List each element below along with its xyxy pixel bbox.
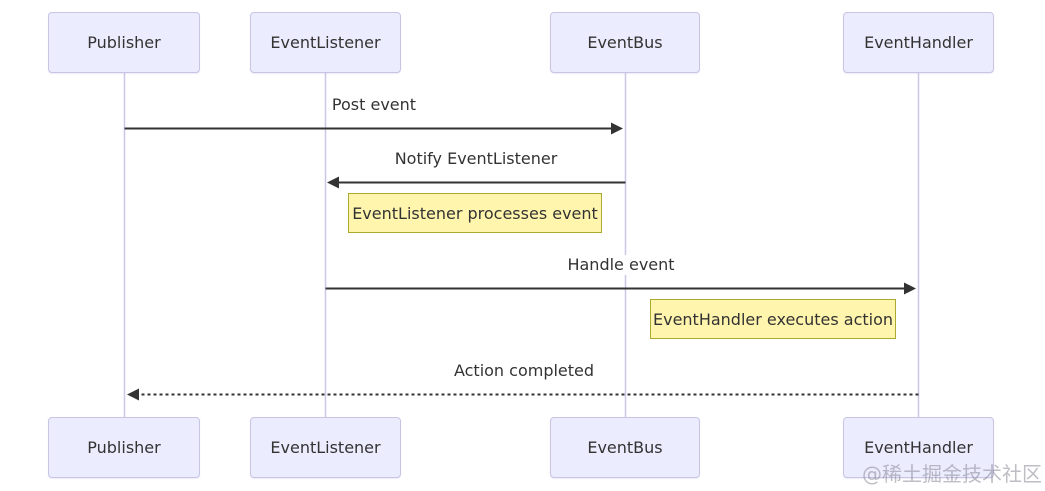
actor-eventhandler-top: EventHandler	[843, 12, 994, 73]
message-label-post-event: Post event	[329, 95, 419, 115]
actor-eventbus-bottom: EventBus	[550, 417, 700, 478]
message-label-action-completed: Action completed	[451, 361, 597, 381]
watermark-text: @稀土掘金技术社区	[862, 462, 1042, 486]
actor-publisher-top: Publisher	[48, 12, 200, 73]
actor-label: EventListener	[270, 33, 381, 52]
note-eventlistener-processes-event: EventListener processes event	[348, 193, 602, 233]
actor-eventlistener-top: EventListener	[250, 12, 401, 73]
note-label: EventHandler executes action	[652, 309, 894, 329]
message-label-notify-eventlistener: Notify EventListener	[392, 149, 560, 169]
actor-label: Publisher	[87, 33, 161, 52]
actor-label: EventHandler	[864, 438, 973, 457]
actor-label: EventHandler	[864, 33, 973, 52]
actor-eventlistener-bottom: EventListener	[250, 417, 401, 478]
actor-label: Publisher	[87, 438, 161, 457]
actor-label: EventListener	[270, 438, 381, 457]
actor-eventhandler-bottom: EventHandler	[843, 417, 994, 478]
actor-label: EventBus	[587, 438, 663, 457]
note-label: EventListener processes event	[352, 203, 598, 223]
actor-publisher-bottom: Publisher	[48, 417, 200, 478]
note-eventhandler-executes-action: EventHandler executes action	[650, 299, 896, 339]
actor-eventbus-top: EventBus	[550, 12, 700, 73]
actor-label: EventBus	[587, 33, 663, 52]
message-label-handle-event: Handle event	[565, 255, 677, 275]
